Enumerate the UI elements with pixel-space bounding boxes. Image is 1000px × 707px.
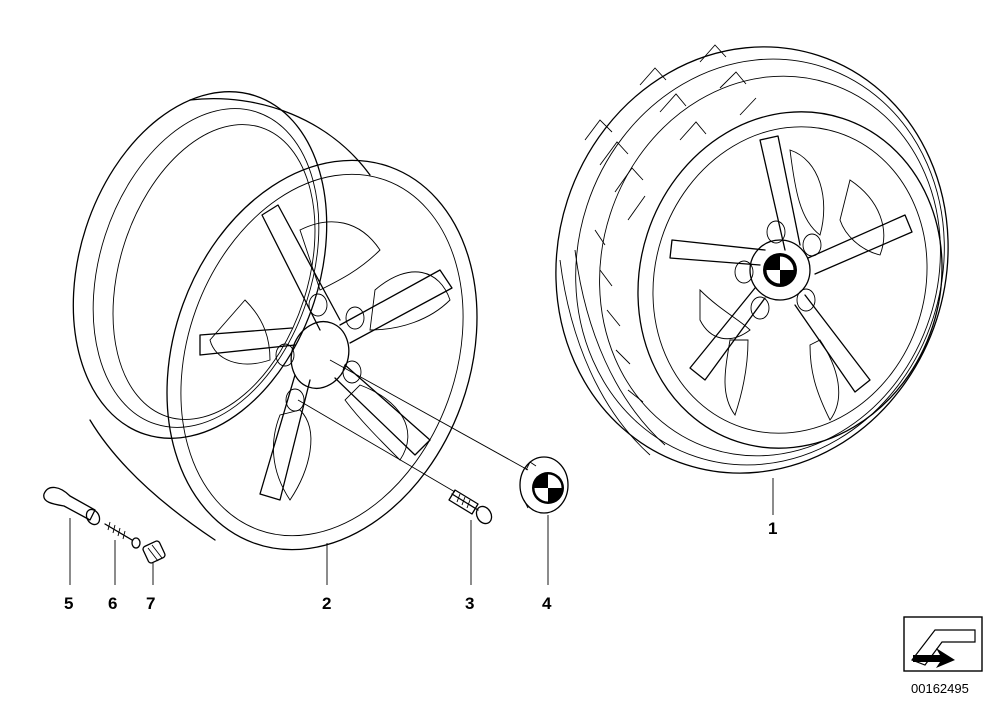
valve-core — [104, 521, 141, 549]
callout-5: 5 — [64, 594, 73, 613]
tyre-valve — [43, 486, 101, 526]
callout-2: 2 — [322, 594, 331, 613]
callout-6: 6 — [108, 594, 117, 613]
callout-1: 1 — [768, 519, 777, 538]
valve-cap — [142, 540, 166, 564]
complete-wheel-with-tyre — [555, 44, 949, 474]
wheel-bolt — [448, 489, 493, 525]
light-alloy-rim — [72, 91, 478, 551]
reference-number: 00162495 — [911, 681, 969, 696]
hub-cap — [519, 456, 569, 514]
view-direction-icon — [903, 616, 983, 672]
callout-3: 3 — [465, 594, 474, 613]
callout-7: 7 — [146, 594, 155, 613]
callout-4: 4 — [542, 594, 552, 613]
leader-lines — [69, 359, 774, 585]
